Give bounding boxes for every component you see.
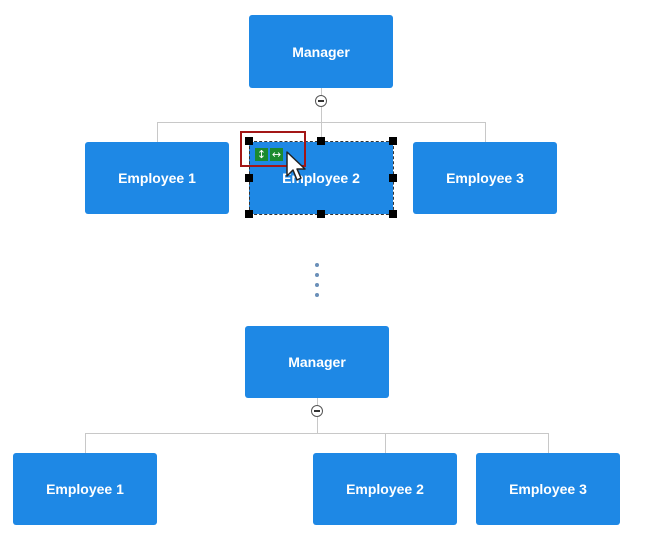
employee-label: Employee 2 <box>346 481 424 497</box>
collapse-icon[interactable] <box>311 405 323 417</box>
connector-employee-1 <box>85 433 86 453</box>
horizontal-resize-icon[interactable]: ↔ <box>270 148 283 161</box>
employee-label: Employee 1 <box>118 170 196 186</box>
resize-handle-bottom-middle[interactable] <box>317 210 325 218</box>
manager-node[interactable]: Manager <box>245 326 389 398</box>
resize-handle-top-middle[interactable] <box>317 137 325 145</box>
connector-employee-3 <box>485 122 486 142</box>
mouse-cursor-icon <box>286 151 306 181</box>
employee-node[interactable]: Employee 2 <box>313 453 457 525</box>
resize-handle-bottom-right[interactable] <box>389 210 397 218</box>
employee-label: Employee 2 <box>282 170 360 186</box>
employee-label: Employee 3 <box>446 170 524 186</box>
employee-label: Employee 1 <box>46 481 124 497</box>
connector-employee-1 <box>157 122 158 142</box>
ellipsis-dot <box>315 273 319 277</box>
connector-horizontal <box>85 433 549 434</box>
manager-node[interactable]: Manager <box>249 15 393 88</box>
connector-employee-2 <box>385 433 386 453</box>
ellipsis-dot <box>315 283 319 287</box>
employee-node[interactable]: Employee 1 <box>13 453 157 525</box>
connector-employee-2 <box>321 122 322 142</box>
collapse-icon[interactable] <box>315 95 327 107</box>
manager-label: Manager <box>288 354 346 370</box>
resize-handle-top-right[interactable] <box>389 137 397 145</box>
resize-handle-middle-right[interactable] <box>389 174 397 182</box>
connector-employee-3 <box>548 433 549 453</box>
employee-node[interactable]: Employee 3 <box>413 142 557 214</box>
employee-node[interactable]: Employee 3 <box>476 453 620 525</box>
manager-label: Manager <box>292 43 350 60</box>
employee-label: Employee 3 <box>509 481 587 497</box>
vertical-resize-icon[interactable]: ↕ <box>255 148 268 161</box>
employee-node[interactable]: Employee 1 <box>85 142 229 214</box>
resize-handle-bottom-left[interactable] <box>245 210 253 218</box>
highlight-box <box>240 131 306 167</box>
resize-handle-middle-left[interactable] <box>245 174 253 182</box>
ellipsis-dot <box>315 293 319 297</box>
ellipsis-dot <box>315 263 319 267</box>
resize-handle-top-left[interactable] <box>245 137 253 145</box>
